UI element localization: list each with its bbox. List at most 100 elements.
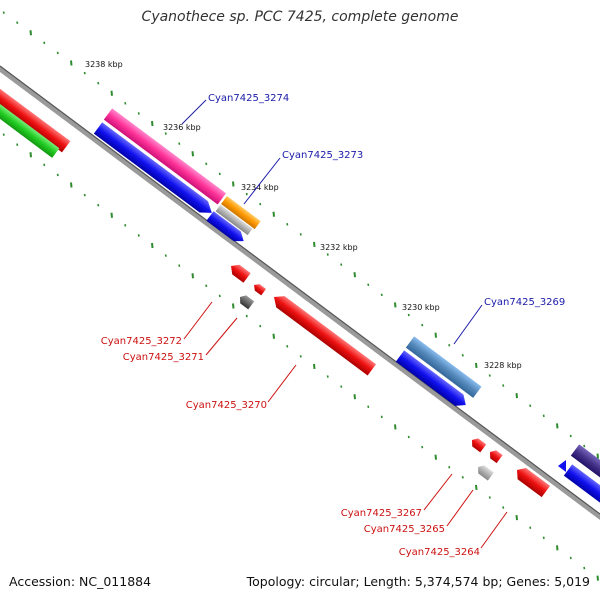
cds-red-3267[interactable] <box>469 436 487 453</box>
gene-label-3271[interactable]: Cyan7425_3271 <box>123 352 204 363</box>
tick-mark <box>245 192 248 196</box>
tick-mark <box>299 233 302 236</box>
tick-mark <box>164 254 167 257</box>
tick-mark <box>286 223 289 226</box>
tick-mark <box>97 81 100 85</box>
tick-mark <box>326 375 329 378</box>
cds-gray-3265[interactable] <box>475 463 494 481</box>
tick-mark <box>367 405 370 409</box>
cds-darkgray-3271[interactable] <box>237 293 255 310</box>
tick-mark <box>394 302 397 308</box>
cds-gray-3273[interactable] <box>215 204 253 236</box>
cds-blue-tip-right[interactable] <box>558 460 566 472</box>
topology-text: Topology: circular; Length: 5,374,574 bp… <box>246 574 590 589</box>
leader-3269 <box>453 304 483 345</box>
tick-mark <box>569 434 572 438</box>
tick-mark <box>299 355 302 358</box>
tick-mark <box>191 151 194 157</box>
tick-mark <box>583 566 586 570</box>
cds-blue-3273[interactable] <box>206 211 247 246</box>
gene-label-3273[interactable]: Cyan7425_3273 <box>282 150 363 161</box>
tick-mark <box>259 202 262 206</box>
feature-track <box>0 84 600 506</box>
map-title: Cyanothece sp. PCC 7425, complete genome <box>141 9 459 25</box>
gene-label-3265[interactable]: Cyan7425_3265 <box>364 524 445 535</box>
tick-mark <box>205 284 208 288</box>
tick-mark <box>421 323 424 327</box>
leader-3272 <box>183 301 213 340</box>
leader-3265 <box>446 489 474 527</box>
tick-mark <box>110 90 113 96</box>
tick-mark <box>232 181 235 187</box>
tick-mark <box>29 152 32 158</box>
tick-mark <box>583 444 586 448</box>
cds-red-3267b[interactable] <box>487 448 503 464</box>
tick-mark <box>178 142 181 145</box>
inner-tick-row <box>2 133 599 581</box>
tick-mark <box>70 60 73 66</box>
scale-label: 3232 kbp <box>320 243 358 252</box>
gene-label-3269[interactable]: Cyan7425_3269 <box>484 297 565 308</box>
tick-mark <box>488 496 491 499</box>
tick-mark <box>70 182 73 188</box>
cds-blue-3274[interactable] <box>93 122 216 218</box>
cds-blue-3269[interactable] <box>395 350 470 410</box>
tick-mark <box>394 424 397 430</box>
gene-label-3272[interactable]: Cyan7425_3272 <box>101 336 182 347</box>
tick-mark <box>515 515 518 521</box>
tick-mark <box>245 314 248 318</box>
tick-mark <box>529 526 532 530</box>
gene-label-3264[interactable]: Cyan7425_3264 <box>399 547 480 558</box>
leader-3274 <box>181 99 207 125</box>
tick-mark <box>110 212 113 218</box>
cds-blue-right[interactable] <box>563 464 600 506</box>
cds-purple-right[interactable] <box>570 444 600 483</box>
cds-red-3270[interactable] <box>270 291 377 376</box>
tick-mark <box>353 394 356 400</box>
leader-3273 <box>243 157 281 205</box>
tick-mark <box>83 193 86 197</box>
tick-mark <box>556 545 559 551</box>
tick-mark <box>542 536 545 540</box>
tick-mark <box>286 345 289 348</box>
tick-mark <box>259 324 262 328</box>
tick-mark <box>596 575 599 581</box>
tick-mark <box>164 132 167 135</box>
tick-mark <box>461 476 464 479</box>
cds-red-3272[interactable] <box>227 261 251 283</box>
scale-label: 3228 kbp <box>484 361 522 370</box>
tick-mark <box>421 445 424 449</box>
tick-mark <box>461 354 464 357</box>
tick-mark <box>434 332 437 338</box>
tick-mark <box>326 253 329 256</box>
scale-label: 3238 kbp <box>85 60 123 69</box>
gene-label-3270[interactable]: Cyan7425_3270 <box>186 400 267 411</box>
cds-red-small[interactable] <box>252 282 267 296</box>
tick-mark <box>313 241 316 248</box>
tick-mark <box>2 11 5 14</box>
cds-steelblue-3269[interactable] <box>405 336 482 398</box>
tick-mark <box>529 404 532 408</box>
cds-green-upper-left[interactable] <box>0 99 60 158</box>
tick-mark <box>313 363 316 370</box>
tick-mark <box>191 273 194 279</box>
tick-mark <box>2 133 5 136</box>
tick-mark <box>272 211 275 217</box>
cds-red-upper-left[interactable] <box>0 84 71 153</box>
tick-mark <box>16 143 19 146</box>
tick-mark <box>137 234 140 237</box>
gene-labels: Cyan7425_3274 Cyan7425_3273 Cyan7425_326… <box>101 93 566 558</box>
gene-label-3267[interactable]: Cyan7425_3267 <box>341 508 422 519</box>
tick-mark <box>542 414 545 418</box>
cds-orange-3273[interactable] <box>221 195 261 230</box>
tick-mark <box>124 224 127 227</box>
tick-mark <box>232 303 235 309</box>
tick-mark <box>56 51 59 55</box>
cds-red-3264[interactable] <box>513 464 551 498</box>
tick-mark <box>178 264 181 267</box>
gene-label-3274[interactable]: Cyan7425_3274 <box>208 93 289 104</box>
tick-mark <box>475 484 478 491</box>
tick-mark <box>83 71 86 75</box>
cds-pink-3274[interactable] <box>103 108 227 205</box>
